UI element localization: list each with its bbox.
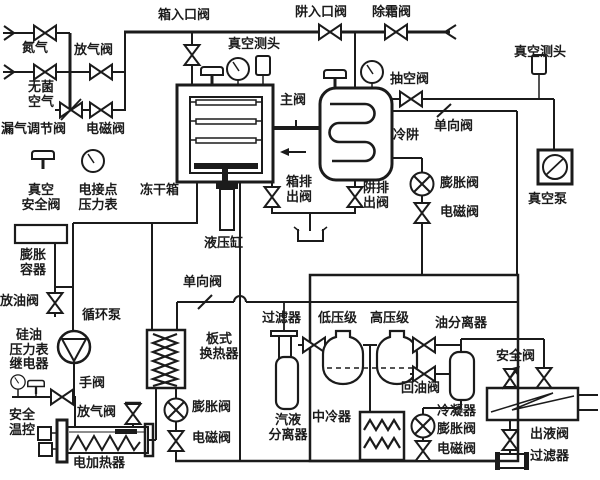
check-valve-right-icon: [436, 103, 452, 118]
check-valve-left-icon: [197, 294, 213, 310]
trap-discharge-valve-icon: [346, 186, 364, 208]
trap-inlet-valve-icon: [318, 23, 342, 41]
chamber-discharge-valve-icon: [263, 186, 281, 208]
defrost-outlet-arrow-icon: [443, 24, 457, 40]
chamber-gauge-icon: [226, 57, 250, 86]
main-valve-icon: [273, 120, 320, 156]
oil-return-valve-icon: [412, 365, 436, 383]
vacuum-safety-valve-icon: [30, 149, 56, 171]
chamber-vacuum-probe-icon: [255, 55, 271, 86]
hx-suction-line: [176, 294, 517, 331]
heater-vent-valve-icon: [124, 403, 142, 425]
hp-discharge-valve-icon: [412, 336, 436, 354]
oil-circuit-lines: [12, 182, 241, 460]
trap-suction-line: [392, 103, 518, 276]
vacuum-pump-icon: [536, 148, 574, 186]
drain-icon: [297, 229, 324, 242]
solenoid-valve-a-icon: [413, 202, 431, 224]
oil-drain-valve-icon: [46, 292, 64, 314]
oil-relay-icon: [26, 379, 46, 396]
flow-arrow-icon: [280, 148, 289, 156]
oil-separator-shape: [448, 350, 476, 402]
expansion-valve-c-icon: [410, 413, 436, 439]
oil-gauge-icon: [10, 374, 26, 390]
vent-valve-top-icon: [89, 63, 113, 81]
hydraulic-cylinder-shape: [216, 182, 238, 231]
safety-thermostat-port: [37, 426, 52, 441]
cold-trap-vessel: [318, 86, 394, 182]
bottom-shelf: [194, 163, 258, 169]
pump-vacuum-probe-icon: [531, 54, 547, 75]
solenoid-valve-c-icon: [414, 440, 432, 462]
condenser-inlet-valve-icon: [535, 367, 553, 389]
leak-adjust-valve-icon: [59, 98, 83, 121]
discharge-drain-lines: [271, 180, 356, 242]
lp-suction-valve-icon: [302, 336, 326, 354]
trap-gauge-icon: [360, 60, 384, 89]
safety-thermostat-port: [38, 442, 53, 457]
solenoid-valve-top-icon: [89, 101, 113, 119]
nitrogen-valve-icon: [33, 24, 57, 42]
chamber-safety-valve-icon: [199, 65, 225, 87]
safety-valve-icon: [501, 366, 520, 390]
lp-compressor-shape: [321, 329, 365, 386]
condenser-feed-line: [422, 338, 545, 461]
filter-bottom-icon: [495, 452, 529, 470]
plate-heat-exchanger-shape: [145, 328, 187, 390]
solenoid-valve-b-icon: [167, 430, 185, 452]
intercooler-shape: [358, 410, 406, 462]
trap-safety-valve-icon: [322, 68, 348, 90]
expansion-valve-a-icon: [409, 171, 435, 197]
manual-valve-icon: [50, 388, 74, 406]
expansion-vessel-shape: [13, 223, 69, 245]
expansion-valve-b-icon: [163, 397, 189, 423]
condenser-shape: [485, 386, 598, 454]
evacuation-valve-icon: [399, 90, 423, 108]
line-jump: [233, 295, 247, 303]
liquid-outlet-valve-icon: [501, 429, 519, 451]
contact-pressure-gauge-icon: [81, 149, 105, 173]
hp-compressor-shape: [375, 329, 419, 386]
defrost-valve-icon: [384, 23, 408, 41]
vacuum-pump-line: [392, 74, 555, 151]
chamber-inlet-valve-icon: [183, 44, 201, 66]
filter-top-icon: [270, 302, 298, 361]
trap-coil: [328, 102, 376, 163]
heating-element-icon: [69, 433, 141, 453]
air-valve-icon: [33, 63, 57, 81]
freeze-dry-chamber-vessel: [175, 83, 275, 184]
circulation-pump-icon: [56, 329, 92, 365]
